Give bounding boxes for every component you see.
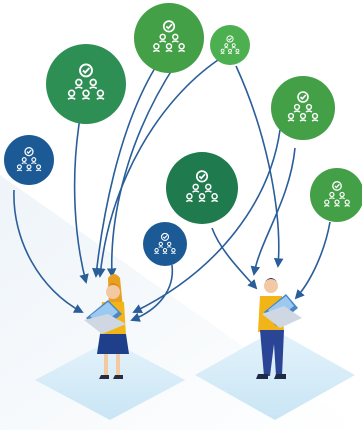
- platform-right: [195, 330, 355, 420]
- circle-green-right: [271, 76, 335, 140]
- arrow-navy-small-to-woman: [130, 264, 174, 322]
- circle-green-small: [210, 25, 250, 65]
- person-woman-with-laptop: [84, 274, 129, 379]
- laptop-icon: [262, 294, 302, 328]
- arrow-green-large-to-woman: [73, 117, 89, 284]
- laptop-icon: [84, 300, 126, 334]
- circle-green-large: [46, 44, 126, 124]
- circle-green-far-right: [310, 168, 362, 222]
- arrow-green-middle-to-man: [211, 227, 258, 290]
- arrow-far-right-to-man: [294, 221, 331, 300]
- person-man-with-laptop: [256, 278, 302, 379]
- circle-green-middle: [166, 152, 238, 224]
- platform-left: [35, 340, 185, 420]
- circle-navy-left: [4, 135, 54, 185]
- circle-navy-small: [143, 222, 187, 266]
- arrow-green-top-to-woman: [92, 67, 156, 278]
- arrow-green-right-to-man: [250, 147, 296, 276]
- arrow-green-small-to-woman: [96, 59, 219, 278]
- arrow-navy-left-to-woman: [13, 189, 84, 313]
- arrows: [13, 59, 331, 322]
- circle-green-top: [134, 3, 204, 73]
- arrow-green-small-to-man: [235, 65, 284, 268]
